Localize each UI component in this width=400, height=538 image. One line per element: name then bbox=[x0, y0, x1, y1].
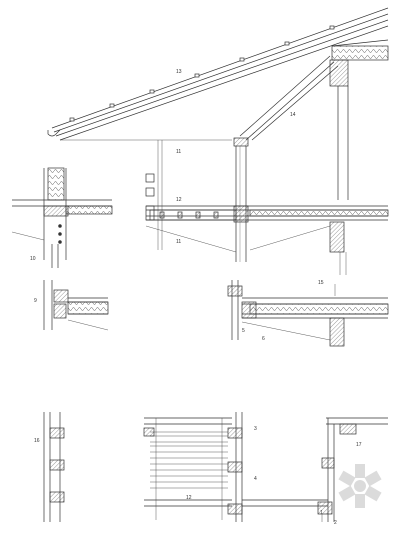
diagonal-brace bbox=[233, 55, 339, 147]
callout-3: 3 bbox=[254, 426, 257, 432]
callout-11-upper: 11 bbox=[176, 149, 181, 155]
callout-17: 17 bbox=[356, 442, 362, 448]
callout-15: 15 bbox=[318, 280, 324, 286]
window-louver-elevation bbox=[143, 412, 243, 522]
callout-4: 4 bbox=[254, 476, 257, 482]
corner-plan-detail bbox=[242, 417, 388, 522]
callout-6: 6 bbox=[262, 336, 265, 342]
ridge-insulation bbox=[329, 39, 389, 200]
wall-detail-upper-left bbox=[11, 167, 113, 268]
callout-1: 1 bbox=[320, 510, 323, 516]
callout-10: 10 bbox=[30, 256, 36, 262]
roof-section bbox=[47, 7, 389, 141]
roof-battens bbox=[69, 25, 335, 122]
floor-section-upper bbox=[145, 173, 389, 275]
callout-12-upper: 12 bbox=[176, 197, 182, 203]
callout-5: 5 bbox=[242, 328, 245, 334]
callout-11-lower: 11 bbox=[176, 239, 181, 245]
gutter bbox=[47, 129, 61, 137]
callout-9: 9 bbox=[34, 298, 37, 304]
callout-14: 14 bbox=[290, 112, 296, 118]
callout-labels: 13 14 11 12 11 10 9 15 5 6 16 3 4 12 17 … bbox=[30, 69, 362, 526]
wall-detail-lower-left bbox=[43, 412, 65, 522]
central-column bbox=[157, 140, 247, 262]
snowflake-watermark-icon bbox=[338, 464, 382, 508]
callout-16: 16 bbox=[34, 438, 40, 444]
floor-section-lower bbox=[227, 280, 389, 347]
callout-13: 13 bbox=[176, 69, 182, 75]
wall-detail-middle-left bbox=[43, 280, 109, 331]
callout-2: 2 bbox=[334, 520, 337, 526]
callout-12-lower: 12 bbox=[186, 495, 192, 501]
